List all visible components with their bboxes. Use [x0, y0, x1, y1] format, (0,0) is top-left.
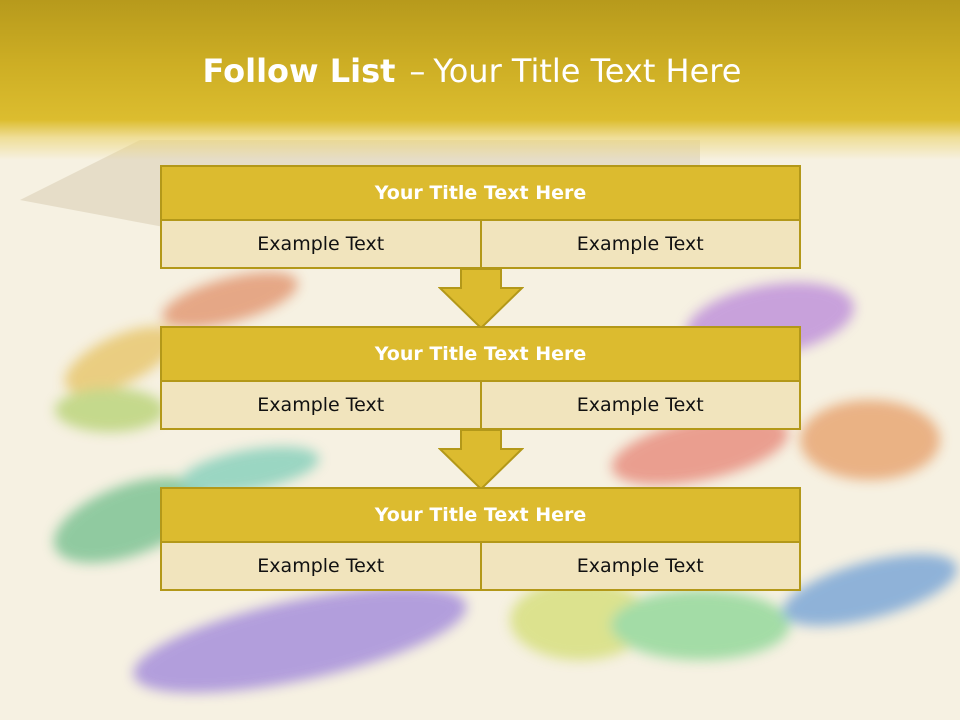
step-cell-left: Example Text — [160, 380, 482, 430]
step-title: Your Title Text Here — [160, 487, 801, 543]
slide-title: Follow List–Your Title Text Here — [0, 52, 944, 90]
step-cell-right: Example Text — [479, 380, 801, 430]
down-arrow-icon — [438, 268, 524, 330]
step-row: Example Text Example Text — [160, 541, 801, 591]
step-row: Example Text Example Text — [160, 219, 801, 269]
step-row: Example Text Example Text — [160, 380, 801, 430]
step-block-3: Your Title Text Here Example Text Exampl… — [160, 487, 801, 591]
step-block-1: Your Title Text Here Example Text Exampl… — [160, 165, 801, 269]
step-block-2: Your Title Text Here Example Text Exampl… — [160, 326, 801, 430]
title-rest: Your Title Text Here — [433, 52, 742, 90]
header-band — [0, 0, 960, 160]
down-arrow-icon — [438, 429, 524, 491]
step-cell-left: Example Text — [160, 219, 482, 269]
step-title: Your Title Text Here — [160, 326, 801, 382]
title-bold: Follow List — [202, 52, 396, 90]
title-dash: – — [409, 52, 426, 90]
step-title: Your Title Text Here — [160, 165, 801, 221]
step-cell-left: Example Text — [160, 541, 482, 591]
step-cell-right: Example Text — [479, 541, 801, 591]
step-cell-right: Example Text — [479, 219, 801, 269]
